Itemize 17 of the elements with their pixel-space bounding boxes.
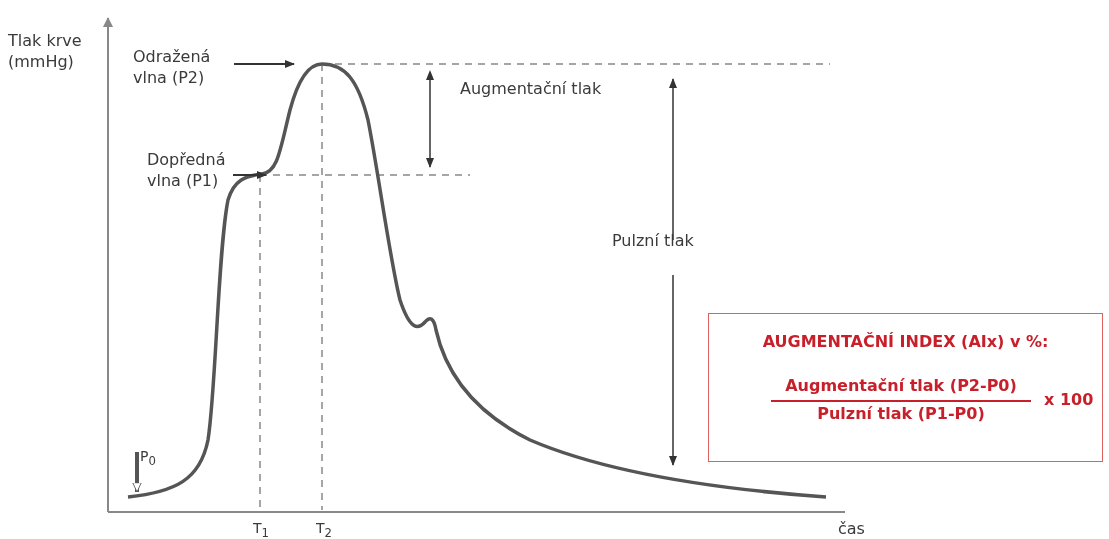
arrow [232,171,267,179]
wave-label: Dopředná vlna (P1) [147,149,237,191]
point-label: P$_{0}$ [140,446,156,472]
formula-box [708,313,1103,462]
hollow-arrow [132,452,142,493]
dimension-label: Pulzní tlak [612,230,694,251]
multiplier: x 100 [1044,390,1094,409]
denominator: Pulzní tlak (P1-P0) [816,404,986,423]
arrow [233,60,295,68]
formula-title: AUGMENTAČNÍ INDEX (AIx) v %: [761,332,1050,351]
tick-label: T$_{1}$ [253,519,269,539]
dimension-label: Augmentační tlak [460,78,602,99]
axis-title: čas [838,518,865,539]
axis-title: Tlak krve (mmHg) [8,30,83,72]
tick-label: T$_{2}$ [316,519,332,539]
wave-label: Odražená vlna (P2) [133,46,233,88]
numerator: Augmentační tlak (P2-P0) [784,376,1018,395]
